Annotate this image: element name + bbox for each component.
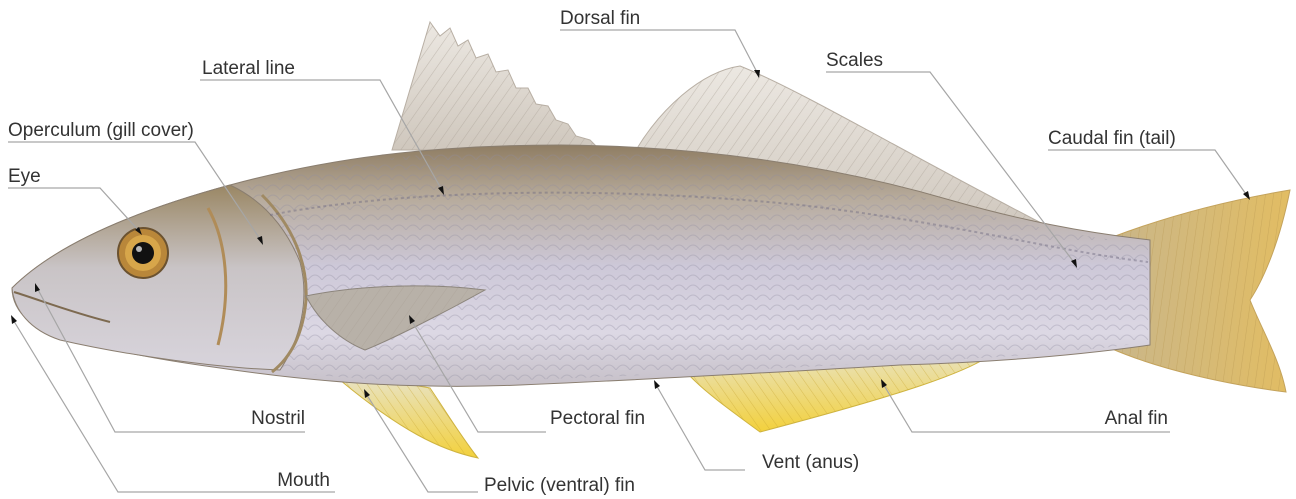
spiny-dorsal-fin xyxy=(392,22,600,150)
label-nostril: Nostril xyxy=(251,408,305,429)
label-lateral-line: Lateral line xyxy=(202,58,295,79)
label-mouth: Mouth xyxy=(277,470,330,491)
pelvic-fin xyxy=(340,380,478,458)
label-anal-fin: Anal fin xyxy=(1105,408,1168,429)
label-scales: Scales xyxy=(826,50,883,71)
label-caudal-fin: Caudal fin (tail) xyxy=(1048,128,1176,149)
label-pelvic-fin: Pelvic (ventral) fin xyxy=(484,475,635,496)
tip-mouth xyxy=(11,315,17,324)
label-dorsal-fin: Dorsal fin xyxy=(560,8,640,29)
label-vent: Vent (anus) xyxy=(762,452,859,473)
tip-vent xyxy=(654,380,660,389)
leader-caudal-fin xyxy=(1048,150,1248,197)
label-pectoral-fin: Pectoral fin xyxy=(550,408,645,429)
label-operculum: Operculum (gill cover) xyxy=(8,120,194,141)
eye-icon xyxy=(118,228,168,278)
label-eye: Eye xyxy=(8,166,41,187)
fish-head xyxy=(12,185,306,372)
